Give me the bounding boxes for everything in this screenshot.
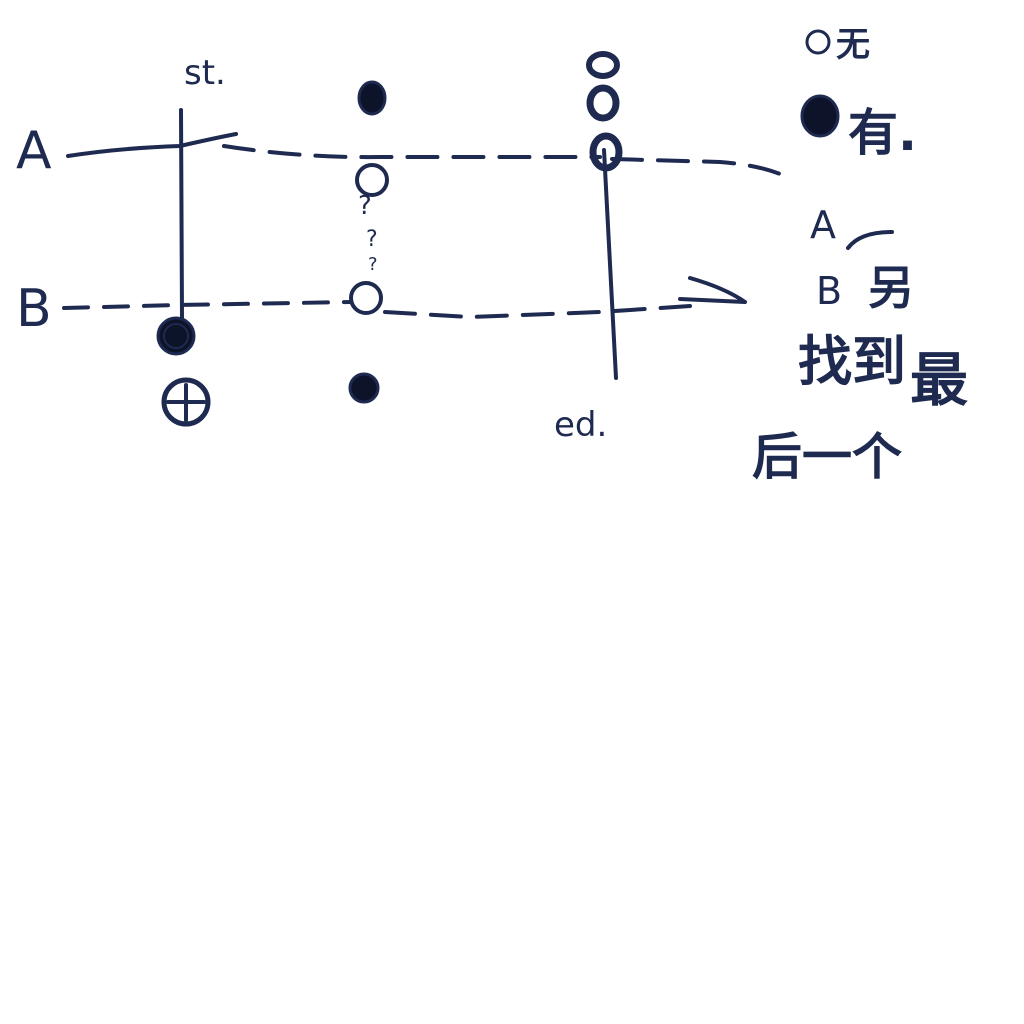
hollow-dot xyxy=(349,281,383,315)
middle-column-dots xyxy=(348,80,389,404)
end-vertical-line xyxy=(602,148,618,380)
lane-b-arrow-head xyxy=(678,276,747,304)
note-a: A xyxy=(810,203,836,247)
lane-b-line xyxy=(62,276,747,319)
lane-a-line xyxy=(66,132,787,178)
end-column-dots xyxy=(586,51,623,172)
lane-a-label: A xyxy=(16,121,52,181)
hollow-dot xyxy=(355,163,389,197)
note-a-link xyxy=(846,230,894,250)
scribbled-dot xyxy=(586,84,620,122)
start-label: st. xyxy=(184,53,226,93)
scribbled-dot xyxy=(161,377,211,427)
filled-dot xyxy=(357,80,387,116)
note-line-3b: 最 xyxy=(910,346,968,414)
lane-b-label: B xyxy=(16,279,52,339)
scribbled-dot-cross xyxy=(166,383,206,422)
question-mark: ? xyxy=(368,254,378,275)
note-b: B xyxy=(816,269,842,313)
legend-hollow-text: 无 xyxy=(836,25,870,65)
legend-filled-dot xyxy=(800,94,840,138)
question-mark: ? xyxy=(366,227,378,252)
lane-a-solid-start xyxy=(66,132,238,158)
end-label: ed. xyxy=(554,405,607,445)
scribbled-dot xyxy=(589,132,623,172)
note-line-4: 后一个 xyxy=(752,428,902,486)
note-line-3: 找到 xyxy=(798,330,906,393)
lane-b-dashed-start xyxy=(62,300,352,310)
legend-filled-text: 有. xyxy=(848,104,917,162)
start-vertical-line xyxy=(179,108,184,320)
scribble-ring xyxy=(163,323,189,349)
lane-b-dashed-end xyxy=(383,304,692,319)
question-mark: ? xyxy=(358,191,372,221)
note-b-suffix: 另 xyxy=(868,261,914,315)
legend: 无 有. A B 另 找到 最 后一个 xyxy=(752,25,968,486)
filled-dot xyxy=(348,372,380,404)
lane-a-dashed-end xyxy=(610,157,787,178)
legend-hollow-dot xyxy=(805,29,831,55)
start-column-dots xyxy=(156,316,211,427)
lane-a-dashed-middle xyxy=(222,144,602,160)
hollow-dot xyxy=(586,51,620,79)
